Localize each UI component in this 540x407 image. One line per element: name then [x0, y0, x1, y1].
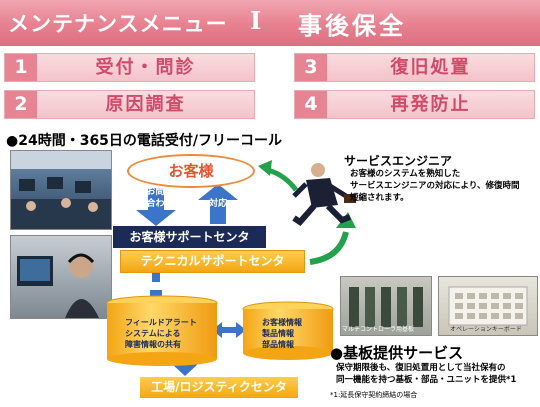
menu-label: 受付・問診 — [95, 57, 196, 78]
call-center-photo — [10, 150, 112, 230]
engineer-description: お客様のシステムを熟知した サービスエンジニアの対応により、修復時間 短縮されま… — [350, 169, 520, 203]
db1-body — [107, 303, 217, 359]
board-illustration — [349, 287, 423, 327]
call-center-illustration — [11, 151, 111, 229]
menu-number: 4 — [295, 91, 327, 118]
inquiry-label: お問い 合わせ — [146, 187, 174, 209]
board-service-description: 保守期限後も、復旧処置用として当社保有の 同一機能を持つ基板・部品・ユニットを提… — [336, 363, 517, 385]
title-numeral: I — [250, 6, 262, 35]
page-subtitle: 事後保全 — [298, 12, 406, 40]
technical-center-node: テクニカルサポートセンタ — [120, 250, 305, 273]
menu-number: 1 — [5, 54, 37, 81]
keyboard-caption: オペレーションキーボード — [450, 326, 522, 333]
green-arrowhead-icon — [258, 160, 272, 176]
factory-node: 工場/ロジスティクセンタ — [140, 377, 298, 398]
board-service-note: *1:延長保守契約締結の場合 — [330, 391, 418, 399]
operator-illustration — [17, 253, 99, 318]
engineer-figure — [292, 163, 356, 226]
response-arrow — [198, 184, 238, 224]
menu-item-recovery[interactable]: 3 復旧処置 — [294, 53, 535, 82]
engineer-to-customer-arrow — [267, 167, 299, 192]
db2-body — [243, 309, 333, 353]
db-link-arrow — [212, 322, 246, 338]
keyboard-photo — [438, 276, 538, 336]
menu-label: 再発防止 — [390, 94, 471, 115]
menu-item-prevention[interactable]: 4 再発防止 — [294, 90, 535, 119]
db2-bottom — [243, 346, 333, 360]
tech-to-support-arrow — [152, 270, 160, 282]
phone-reception-heading: ●24時間・365日の電話受付/フリーコール — [6, 133, 283, 149]
menu-number: 2 — [5, 91, 37, 118]
engineer-title: サービスエンジニア — [344, 154, 453, 168]
db1-label: フィールドアラート システムによる 障害情報の共有 — [125, 318, 197, 349]
operator-photo — [10, 235, 112, 319]
keyboard-illustration — [448, 286, 528, 326]
page-title: メンテナンスメニュー — [8, 12, 228, 36]
title-bar: メンテナンスメニュー I 事後保全 — [0, 0, 540, 46]
customer-node: お客様 — [127, 154, 255, 188]
board-service-heading: ●基板提供サービス — [330, 344, 464, 362]
menu-label: 復旧処置 — [390, 57, 471, 78]
menu-item-reception[interactable]: 1 受付・問診 — [4, 53, 255, 82]
db-to-factory-arrow — [172, 358, 198, 376]
controller-board-photo — [340, 276, 432, 336]
menu-label: 原因調査 — [105, 94, 186, 115]
menu-number: 3 — [295, 54, 327, 81]
controller-board-caption: マルチコントローラ用基板 — [342, 326, 415, 333]
support-center-node: お客様サポートセンタ — [113, 226, 266, 248]
db2-label: お客様情報 製品情報 部品情報 — [262, 318, 302, 349]
response-label: 対応 — [208, 199, 227, 209]
tech-to-engineer-arrow — [309, 231, 349, 265]
db1-bottom — [107, 352, 217, 366]
menu-item-investigation[interactable]: 2 原因調査 — [4, 90, 255, 119]
inquiry-arrow — [136, 188, 176, 226]
